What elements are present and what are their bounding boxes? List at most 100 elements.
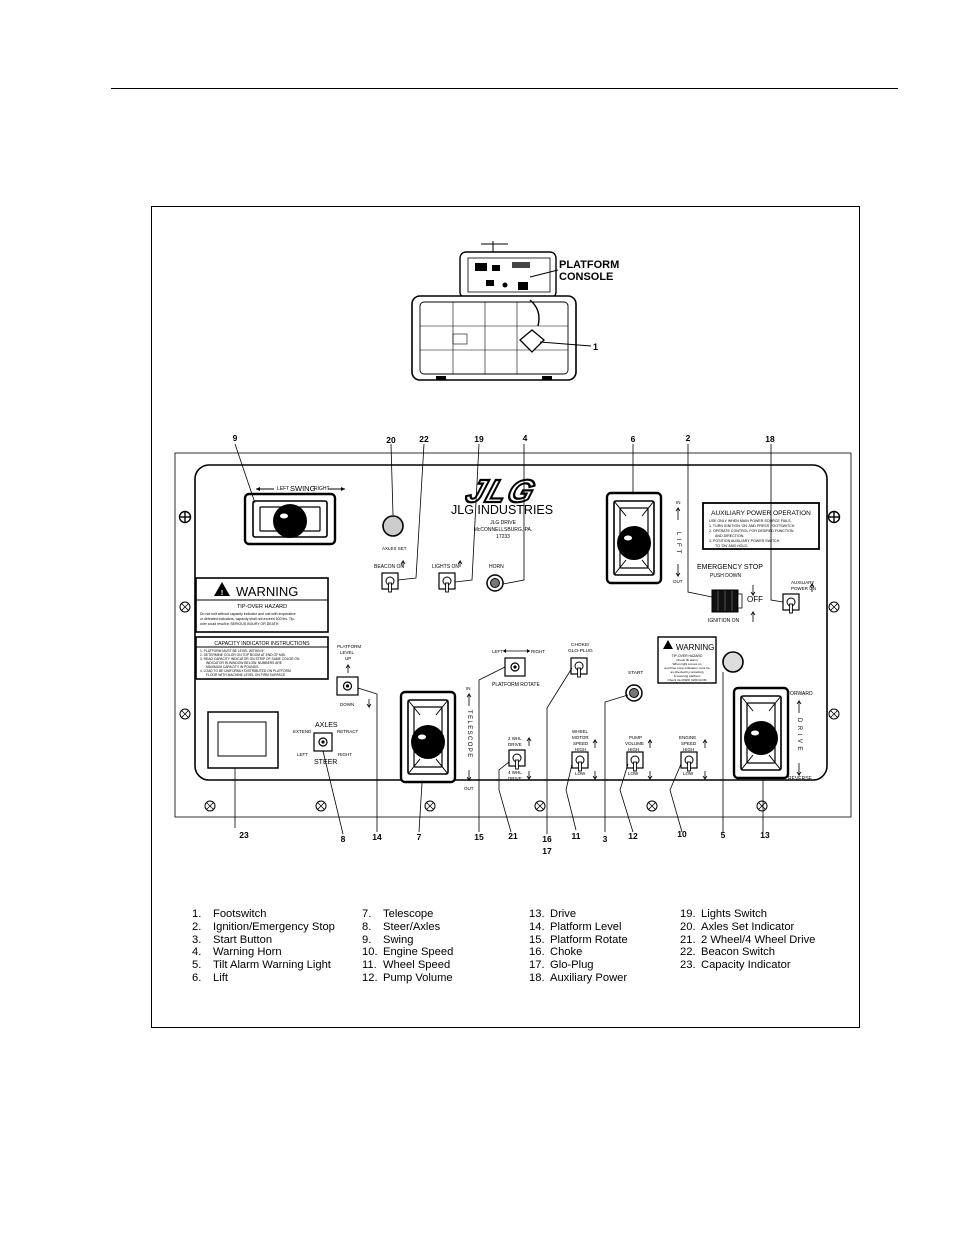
beacon-switch[interactable] bbox=[381, 572, 399, 593]
legend-number: 1. bbox=[192, 908, 202, 920]
legend-number: 11. bbox=[362, 959, 377, 972]
telescope-out-label: OUT bbox=[464, 786, 474, 791]
platform-rotate-switch[interactable] bbox=[504, 657, 526, 677]
wheel-speed-label: SPEED bbox=[573, 741, 589, 746]
legend-label: Telescope bbox=[383, 908, 434, 920]
four-wheel-drive-label: DRIVE bbox=[508, 776, 522, 781]
tilt-warning-text: TIP-OVER HAZARD bbox=[672, 654, 703, 658]
legend-item: 9.Swing bbox=[362, 934, 552, 947]
horn-button[interactable] bbox=[486, 574, 504, 592]
legend-number: 2. bbox=[192, 920, 202, 933]
legend-number: 5. bbox=[192, 959, 202, 972]
legend-item: 7. Telescope bbox=[362, 908, 552, 921]
wheel-speed-low-label: LOW bbox=[575, 771, 586, 776]
callout-21: 21 bbox=[508, 831, 518, 841]
two-four-wheel-drive-switch[interactable] bbox=[508, 749, 526, 770]
wheel-speed-switch[interactable] bbox=[571, 751, 589, 772]
legend-column: 19.Lights Switch 20.Axles Set Indicator … bbox=[680, 908, 870, 972]
axles-extend-label: EXTEND bbox=[293, 729, 312, 734]
telescope-joystick[interactable] bbox=[399, 690, 457, 784]
legend-label: Swing bbox=[383, 933, 414, 946]
legend-item: 15.Platform Rotate bbox=[529, 934, 719, 947]
callout-16: 16 bbox=[542, 834, 552, 844]
legend-label: Ignition/Emergency Stop bbox=[213, 920, 335, 933]
callout-13: 13 bbox=[760, 830, 770, 840]
pump-volume-low-label: LOW bbox=[628, 771, 639, 776]
screw-icon bbox=[827, 510, 841, 524]
start-button[interactable] bbox=[625, 684, 643, 702]
callout-15: 15 bbox=[474, 832, 484, 842]
company-address-2: McCONNELLSBURG, PA. bbox=[474, 527, 533, 533]
rotate-left-label: LEFT bbox=[492, 649, 503, 654]
legend-item: 1.Footswitch bbox=[192, 908, 382, 921]
legend-label: Warning Horn bbox=[213, 946, 282, 959]
callout-10: 10 bbox=[677, 829, 687, 839]
emergency-stop-button[interactable] bbox=[711, 589, 743, 613]
platform-level-switch[interactable] bbox=[336, 676, 359, 696]
callout-9: 9 bbox=[233, 433, 238, 443]
auxiliary-power-switch[interactable] bbox=[782, 593, 800, 614]
callout-22: 22 bbox=[419, 434, 429, 444]
company-name: JLG INDUSTRIES bbox=[451, 503, 553, 517]
tilt-warning-text: When light comes on bbox=[673, 662, 702, 666]
jlg-logo-icon: JLG bbox=[461, 472, 543, 510]
lift-label: LIFT bbox=[675, 532, 681, 556]
engine-speed-switch[interactable] bbox=[680, 751, 698, 772]
legend-item: 10.Engine Speed bbox=[362, 946, 552, 959]
axles-set-indicator-light bbox=[382, 515, 404, 537]
drive-forward-label: FORWARD bbox=[787, 691, 813, 697]
pump-volume-switch[interactable] bbox=[626, 751, 644, 772]
drive-label: DRIVE bbox=[796, 718, 802, 754]
legend-item: 18.Auxiliary Power bbox=[529, 972, 719, 985]
callout-18: 18 bbox=[765, 434, 775, 444]
legend-item: 19.Lights Switch bbox=[680, 908, 870, 921]
platform-rotate-label: PLATFORM ROTATE bbox=[492, 682, 540, 688]
tilt-warning-text: as directed by retracting bbox=[670, 670, 703, 674]
lift-out-label: OUT bbox=[673, 579, 683, 584]
tip-over-warning-placard bbox=[195, 577, 329, 633]
legend-item: 20.Axles Set Indicator bbox=[680, 921, 870, 934]
tip-text: or defeated indicators, capacity shall n… bbox=[200, 617, 296, 621]
lift-joystick[interactable] bbox=[605, 491, 663, 585]
steer-axles-switch[interactable] bbox=[313, 732, 333, 752]
legend-number: 12. bbox=[362, 971, 378, 984]
capacity-instructions-placard bbox=[195, 636, 329, 680]
svg-text:JLG: JLG bbox=[462, 473, 542, 509]
drive-joystick[interactable] bbox=[732, 686, 790, 780]
cap-text: INDICATOR IN WINDOW BELOW. NUMBERS ARE bbox=[206, 661, 283, 665]
tip-text: Do not unit without capacity indicator a… bbox=[200, 612, 296, 616]
legend-item: 23.Capacity Indicator bbox=[680, 959, 870, 972]
ignition-on-label: IGNITION ON bbox=[708, 618, 740, 624]
legend-label: Steer/Axles bbox=[383, 920, 441, 933]
company-address-1: JLG DRIVE bbox=[490, 520, 517, 526]
off-label: OFF bbox=[747, 595, 763, 604]
legend-item: 12.Pump Volume bbox=[362, 972, 552, 985]
legend-number: 7. bbox=[362, 908, 372, 920]
legend-label: Glo-Plug bbox=[550, 959, 594, 972]
screw-icon bbox=[178, 510, 192, 524]
callout-14: 14 bbox=[372, 832, 382, 842]
legend-item: 5.Tilt Alarm Warning Light bbox=[192, 959, 382, 972]
legend-number: 3. bbox=[192, 933, 202, 946]
legend-number: 19. bbox=[680, 908, 696, 920]
aux-text: USE ONLY WHEN MAIN POWER SOURCE FAILS. bbox=[709, 519, 792, 523]
legend-label: Auxiliary Power bbox=[550, 971, 628, 984]
control-panel-diagram: PLATFORM CONSOLE 1 LEFT SWING RIGHT AXLE… bbox=[174, 241, 852, 856]
warning-triangle-icon bbox=[663, 640, 673, 649]
callout-7: 7 bbox=[417, 832, 422, 842]
choke-glo-plug-switch[interactable] bbox=[570, 657, 588, 678]
legend-item: 14.Platform Level bbox=[529, 921, 719, 934]
callout-20: 20 bbox=[386, 435, 396, 445]
warning-triangle-icon bbox=[214, 582, 230, 596]
tilt-warning-title: WARNING bbox=[676, 643, 714, 652]
push-down-label: PUSH DOWN bbox=[710, 573, 742, 579]
aux-text: AND DIRECTION. bbox=[715, 534, 744, 538]
aux-power-on-label: POWER ON bbox=[791, 586, 816, 591]
lights-switch[interactable] bbox=[438, 572, 456, 593]
tilt-warning-text: Check GLONZO GPAOLOM bbox=[668, 678, 707, 682]
header-rule bbox=[111, 88, 898, 89]
wheel-speed-high-label: HIGH bbox=[575, 747, 586, 752]
swing-joystick[interactable] bbox=[243, 492, 337, 546]
platform-console-illustration bbox=[411, 241, 592, 381]
legend-item: 16.Choke bbox=[529, 946, 719, 959]
